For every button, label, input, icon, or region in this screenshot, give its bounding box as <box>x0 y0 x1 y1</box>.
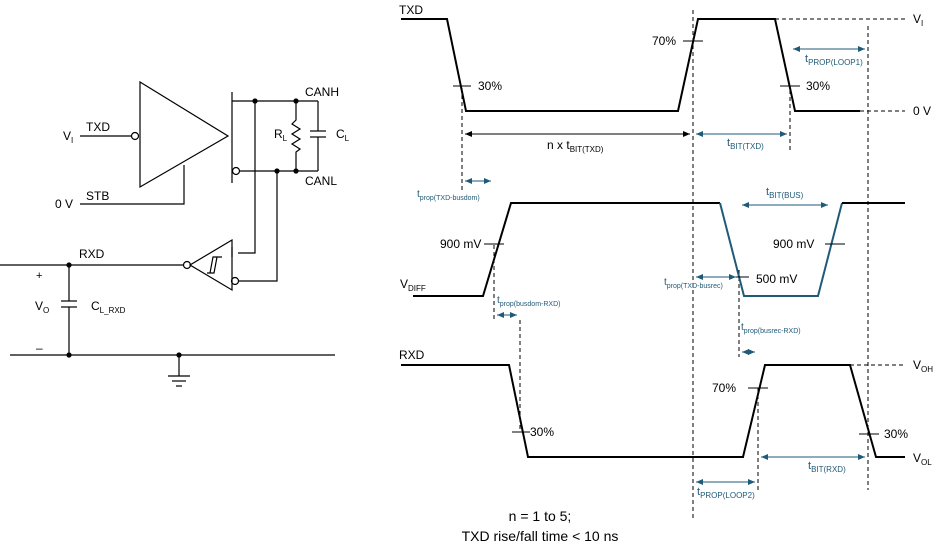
timing-waveforms: TXD VI 0 V 30% 70% 30% n x tBIT(TXD) tBI… <box>399 3 933 520</box>
vo-label: VO <box>35 299 49 315</box>
circuit-schematic: VI TXD 0 V STB CANH CANL RL CL <box>0 80 350 387</box>
tprop-loop2-label: tPROP(LOOP2) <box>697 486 755 500</box>
rxd-30pct-fall-label: 30% <box>530 425 554 439</box>
rxd-voh-label: VOH <box>913 358 933 374</box>
txd-30pct-fall-label: 30% <box>478 79 502 93</box>
cl-label: CL <box>336 127 350 143</box>
capacitor-cl-rxd <box>61 265 77 355</box>
circuit-vi-label: VI <box>63 129 73 145</box>
tbit-bus-label: tBIT(BUS) <box>766 186 804 200</box>
circuit-txd-label: TXD <box>86 120 110 134</box>
minus-sign: – <box>36 341 43 355</box>
ground-icon <box>168 355 190 387</box>
vdiff-900mv-rise-label: 900 mV <box>440 237 481 251</box>
capacitor-cl <box>310 101 326 171</box>
vdiff-waveform <box>413 202 720 297</box>
cl-rxd-label: CL_RXD <box>91 299 126 315</box>
tprop-txd-busdom-label: tprop(TXD-busdom) <box>417 189 480 202</box>
vdiff-waveform-recessive <box>719 202 843 297</box>
txd-zero-v-label: 0 V <box>913 104 931 118</box>
circuit-stb-label: STB <box>86 189 109 203</box>
tbit-rxd-label: tBIT(RXD) <box>808 460 846 474</box>
tprop-txd-busrec-label: tprop(TXD-busrec) <box>664 277 723 290</box>
txd-vi-label: VI <box>913 12 923 28</box>
rxd-vol-label: VOL <box>913 451 932 467</box>
rxd-30pct-fall2-label: 30% <box>884 427 908 441</box>
receiver-comparator <box>188 238 233 292</box>
n-x-tbit-txd-label: n x tBIT(TXD) <box>547 138 604 154</box>
rxd-signal-label: RXD <box>399 348 425 362</box>
txd-waveform <box>401 18 860 112</box>
resistor-rl <box>290 101 302 171</box>
schmitt-trigger-icon <box>207 256 222 274</box>
rxd-waveform <box>401 364 905 458</box>
note-n-range: n = 1 to 5; <box>508 508 572 524</box>
circuit-rxd-label: RXD <box>79 247 105 261</box>
note-txd-rise-fall: TXD rise/fall time < 10 ns <box>461 528 619 544</box>
canh-label: CANH <box>305 85 339 99</box>
plus-sign: + <box>36 270 42 282</box>
circuit-zero-v-label: 0 V <box>55 197 73 211</box>
canl-label: CANL <box>305 174 337 188</box>
txd-signal-label: TXD <box>399 3 423 17</box>
tbit-txd-label: tBIT(TXD) <box>727 137 764 151</box>
rl-label: RL <box>274 127 288 143</box>
txd-30pct-fall2-label: 30% <box>806 79 830 93</box>
transmitter-driver <box>139 80 230 189</box>
tprop-loop1-label: tPROP(LOOP1) <box>805 53 863 67</box>
vdiff-500mv-label: 500 mV <box>756 272 797 286</box>
tprop-busrec-rxd-label: tprop(busrec-RXD) <box>741 322 801 335</box>
txd-70pct-rise-label: 70% <box>652 34 676 48</box>
rxd-70pct-rise-label: 70% <box>712 381 736 395</box>
vdiff-label: VDIFF <box>400 277 426 293</box>
vdiff-900mv-rec-label: 900 mV <box>773 237 814 251</box>
tprop-busdom-rxd-label: tprop(busdom-RXD) <box>497 295 560 308</box>
